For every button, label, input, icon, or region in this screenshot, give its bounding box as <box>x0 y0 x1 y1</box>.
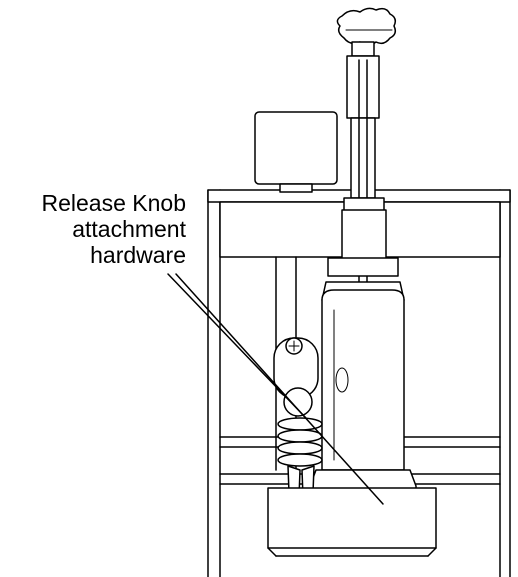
callout-line-3: hardware <box>90 242 186 268</box>
leader-lines <box>167 273 384 505</box>
callout-label: Release Knob attachment hardware <box>42 190 187 268</box>
release-knob <box>336 7 397 57</box>
leader-line-to-screw <box>175 273 384 505</box>
callout-line-2: attachment <box>72 216 186 242</box>
base-plate <box>267 487 437 557</box>
callout-line-1: Release Knob <box>42 190 187 216</box>
seat-pad <box>254 111 338 193</box>
